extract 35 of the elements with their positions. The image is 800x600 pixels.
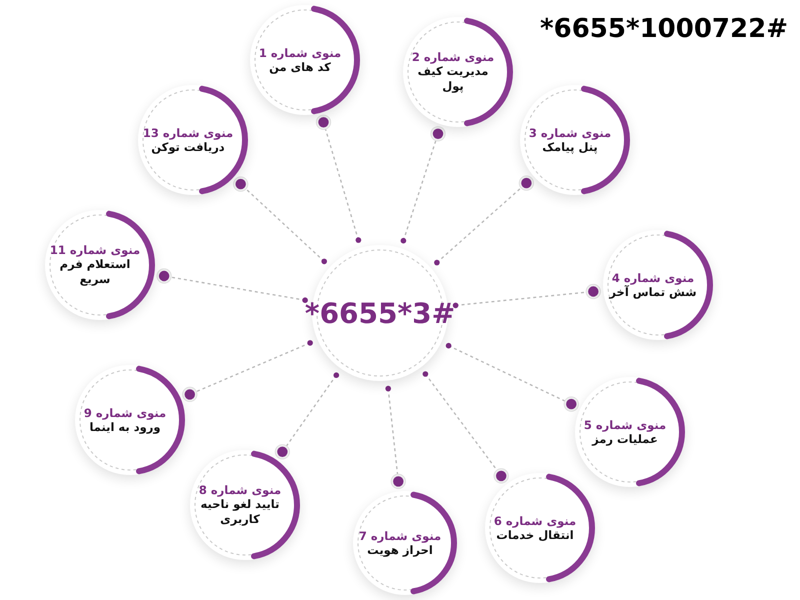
menu-number: منوی شماره 7	[358, 528, 442, 543]
menu-number: منوی شماره 6	[494, 514, 576, 528]
connector	[316, 114, 362, 243]
title: *6655*1000722#	[540, 14, 788, 44]
connector	[434, 176, 534, 266]
menu-title: پنل پیامک	[542, 140, 598, 154]
menu-number: منوی شماره 2	[412, 50, 494, 64]
connector	[400, 126, 446, 244]
connector	[274, 372, 340, 460]
menu-title: احراز هویت	[367, 542, 433, 558]
connector	[385, 386, 406, 489]
menu-number: منوی شماره 3	[528, 126, 612, 140]
menu-title: دریافت توکن	[151, 140, 225, 154]
menu-title: عملیات رمز	[592, 432, 658, 446]
menu-number: منوی شماره 9	[84, 406, 166, 420]
menu-title: کد های من	[269, 60, 331, 74]
menu-number: منوی شماره 1	[258, 46, 342, 60]
connector	[452, 284, 601, 308]
connector	[156, 268, 308, 303]
connector	[182, 340, 313, 402]
menu-number: منوی شماره 5	[584, 418, 666, 432]
menu-number: منوی شماره 8	[198, 483, 282, 498]
connector	[446, 342, 579, 412]
menu-title: استعلام فرم سریع	[58, 257, 132, 287]
connector	[233, 176, 327, 264]
menu-title: ورود به اینما	[89, 420, 161, 434]
menu-title: انتقال خدمات	[496, 528, 574, 542]
menu-title: تایید لغو ناحیه کاربری	[200, 497, 280, 527]
menu-number: منوی شماره 13	[142, 126, 234, 140]
connector	[422, 371, 509, 484]
menu-number: منوی شماره 11	[50, 243, 140, 258]
menu-title: مدیریت کیف پول	[416, 64, 490, 94]
menu-number: منوی شماره 4	[612, 270, 694, 285]
menu-title: شش تماس آخر	[609, 284, 697, 300]
ussd-code: *6655*3#	[304, 296, 456, 330]
